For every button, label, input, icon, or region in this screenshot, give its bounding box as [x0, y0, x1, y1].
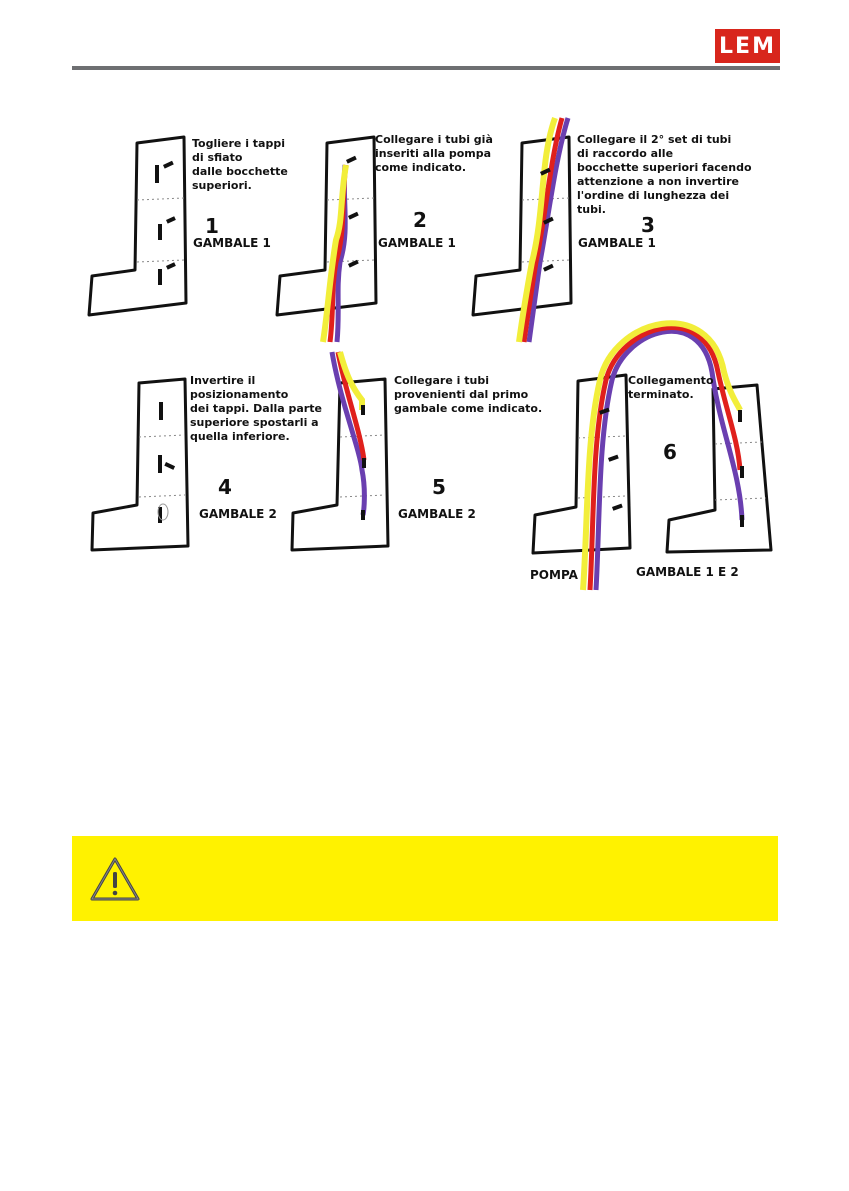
step-1-caption: Togliere i tappi di sfiato dalle bocchet… [192, 137, 288, 192]
step-6-gambale: GAMBALE 1 E 2 [636, 565, 739, 579]
step-2-number: 2 [413, 208, 427, 232]
step-4-number: 4 [218, 475, 232, 499]
step-3-gambale: GAMBALE 1 [578, 236, 656, 250]
step-5-number: 5 [432, 475, 446, 499]
step-5-gambale: GAMBALE 2 [398, 507, 476, 521]
brand-logo: LEM [715, 29, 780, 63]
header-rule [72, 66, 780, 70]
step-4-caption: Invertire il posizionamento dei tappi. D… [190, 374, 322, 443]
pump-label: POMPA [530, 568, 578, 582]
step-1-number: 1 [205, 214, 219, 238]
warning-triangle-icon [90, 857, 140, 901]
step-2-gambale: GAMBALE 1 [378, 236, 456, 250]
step-5-caption: Collegare i tubi provenienti dal primo g… [394, 374, 543, 415]
warning-banner [72, 836, 778, 921]
step-3-caption: Collegare il 2° set di tubi di raccordo … [577, 133, 752, 216]
step-2-caption: Collegare i tubi già inseriti alla pompa… [375, 133, 493, 174]
step-3-number: 3 [641, 213, 655, 237]
step-1-gambale: GAMBALE 1 [193, 236, 271, 250]
step-6-number: 6 [663, 440, 677, 464]
step-6-caption: Collegamento terminato. [628, 374, 714, 401]
step-4-gambale: GAMBALE 2 [199, 507, 277, 521]
